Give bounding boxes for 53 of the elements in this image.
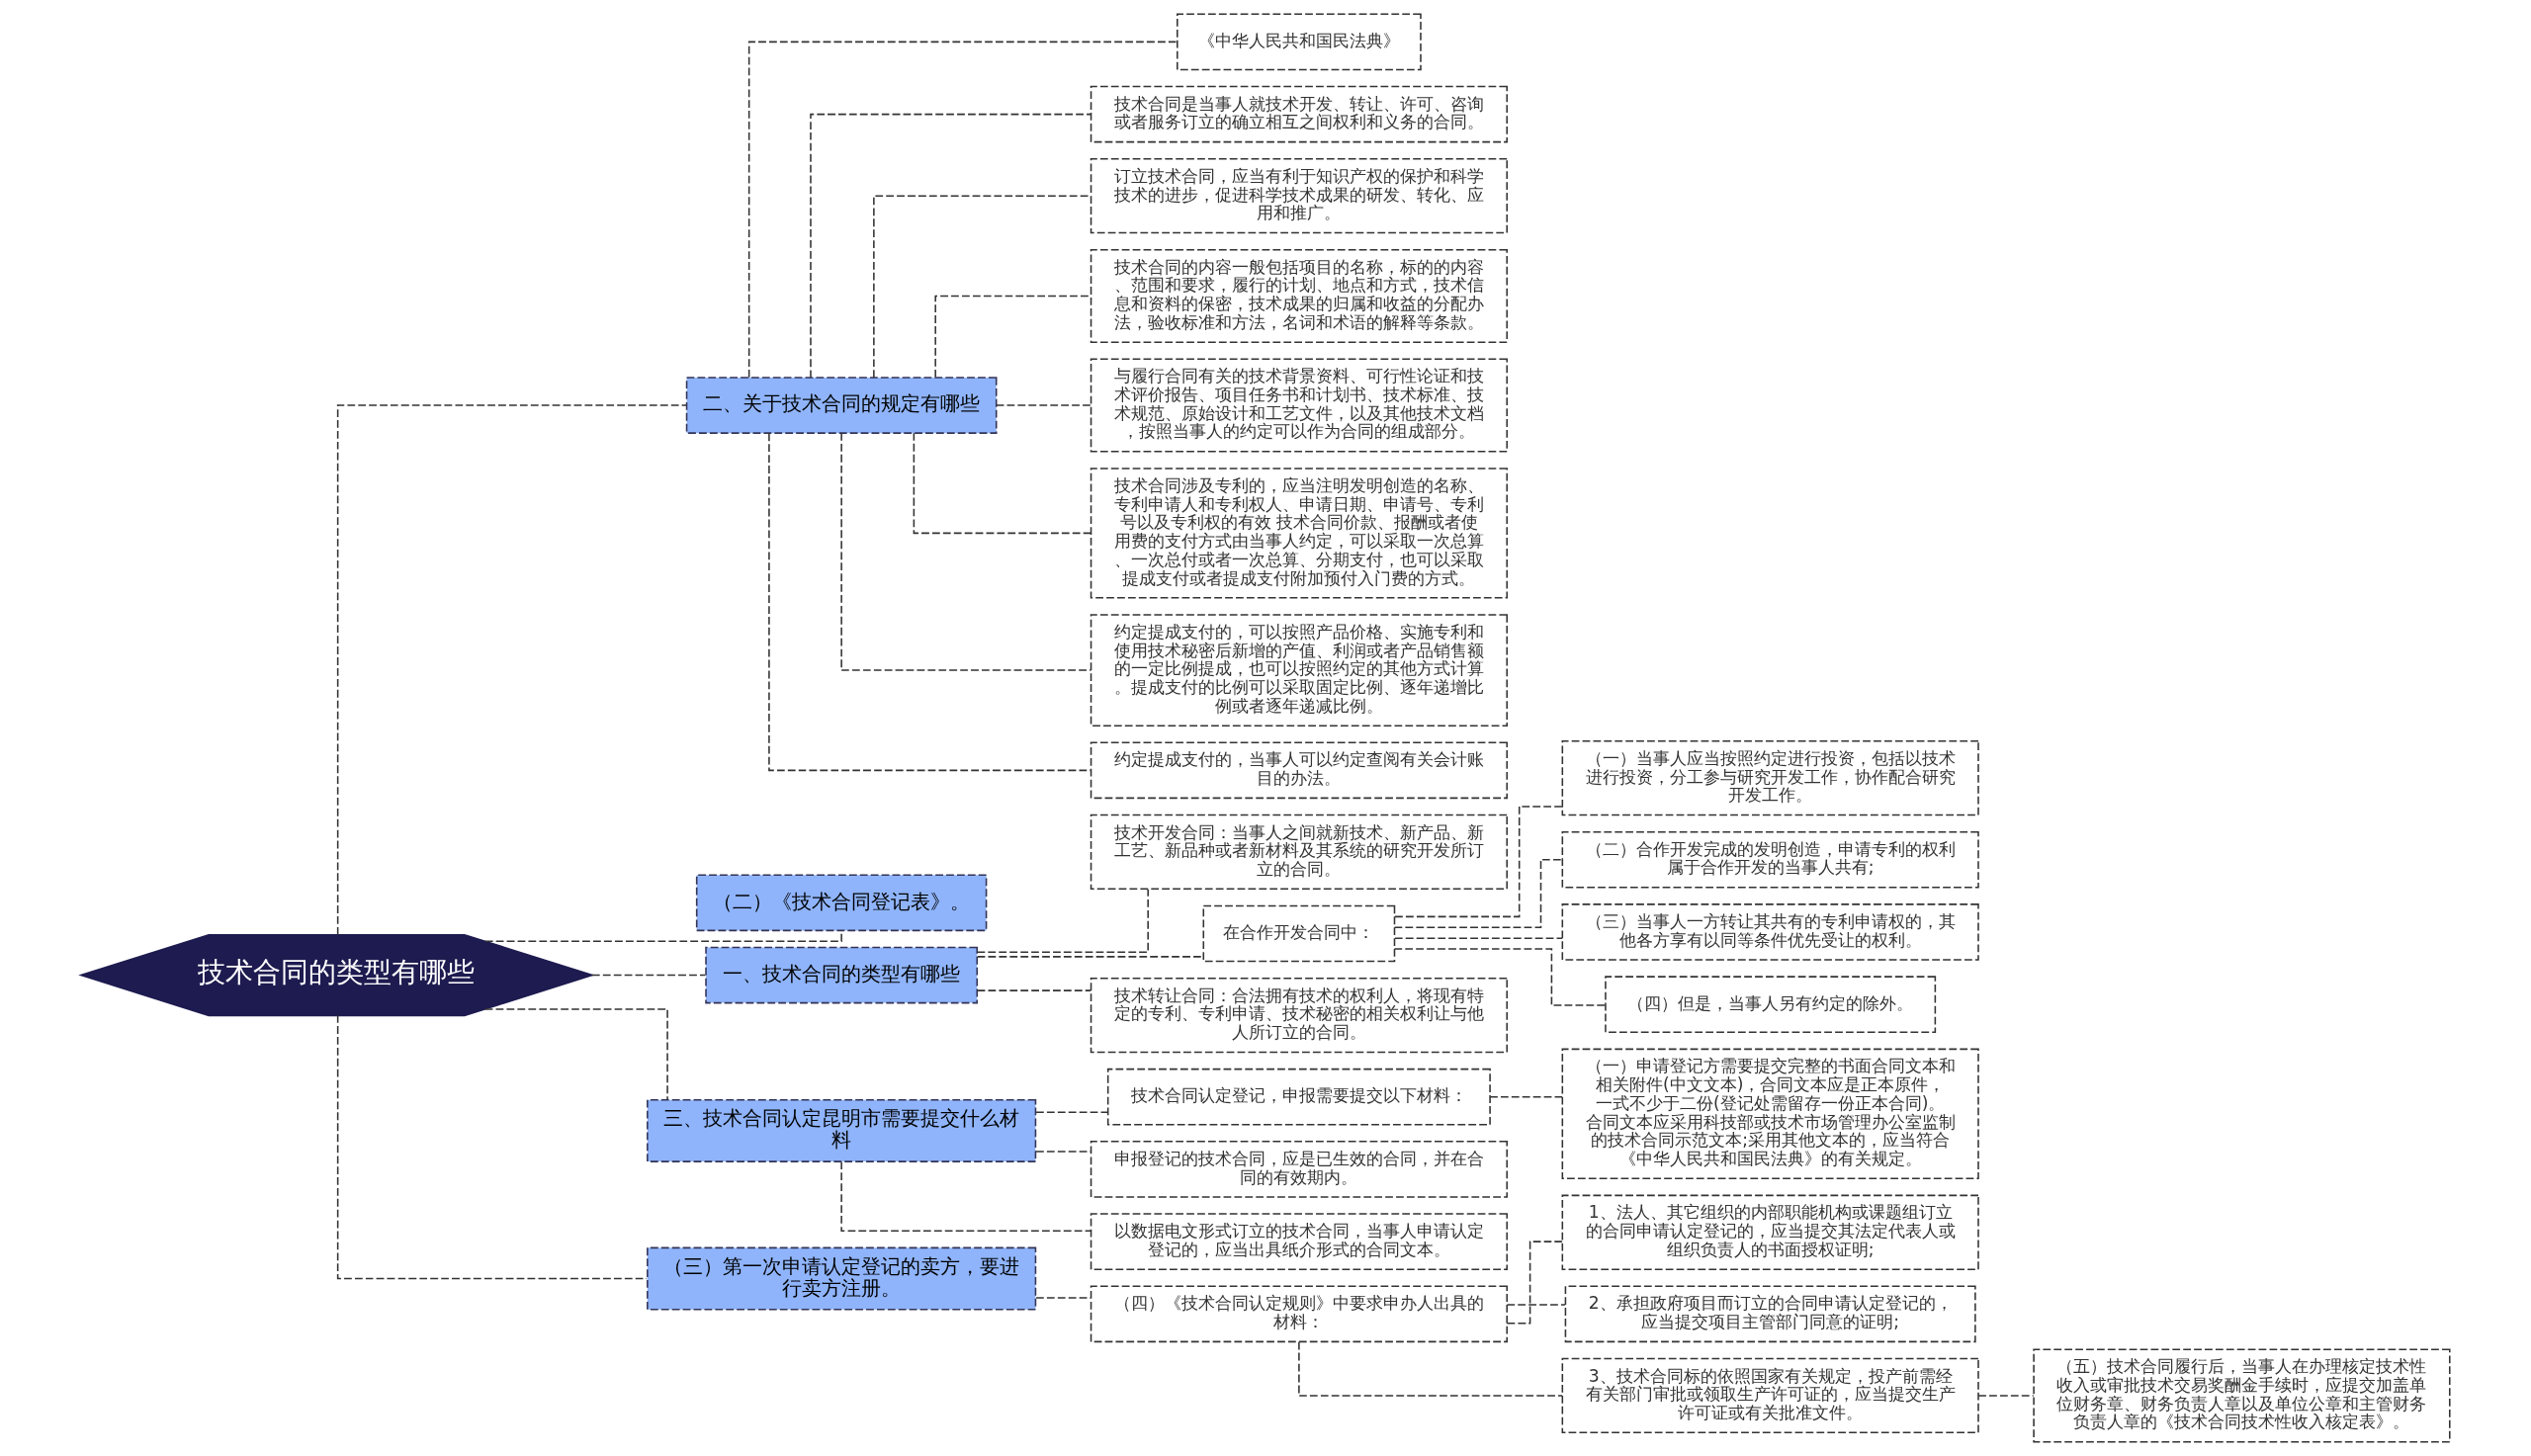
connector <box>996 404 1091 406</box>
node-box: （二）合作开发完成的发明创造，申请专利的权利属于合作开发的当事人共有; <box>1561 830 1979 889</box>
node-box: 约定提成支付的，当事人可以约定查阅有关会计账目的办法。 <box>1090 741 1508 800</box>
node-box: 以数据电文形式订立的技术合同，当事人申请认定登记的，应当出具纸介形式的合同文本。 <box>1090 1213 1508 1270</box>
connector <box>1506 1241 1563 1325</box>
connector <box>1393 948 1607 1006</box>
connector <box>483 1008 668 1101</box>
node-box: 《中华人民共和国民法典》 <box>1177 13 1422 71</box>
connector <box>1489 1095 1563 1098</box>
connector <box>840 1160 1092 1232</box>
node-box: （一）当事人应当按照约定进行投资，包括以技术进行投资，分工参与研究开发工作，协作配合研究开发工作。 <box>1561 739 1979 816</box>
node-box: 三、技术合同认定昆明市需要提交什么材料 <box>647 1099 1037 1162</box>
connector <box>976 888 1149 953</box>
connector <box>1035 1111 1108 1113</box>
node-box: （三）当事人一方转让其共有的专利申请权的，其他各方享有以同等条件优先受让的权利。 <box>1561 903 1979 961</box>
connector <box>747 41 1178 379</box>
connector <box>810 113 1091 379</box>
node-box: 申报登记的技术合同，应是已生效的合同，并在合同的有效期内。 <box>1090 1141 1508 1198</box>
node-box: 技术合同是当事人就技术开发、转让、许可、咨询或者服务订立的确立相互之间权利和义务的合同。 <box>1090 85 1508 143</box>
connector <box>976 956 1204 958</box>
node-box: 一、技术合同的类型有哪些 <box>705 946 979 1004</box>
connector <box>934 295 1091 379</box>
connector <box>1977 1395 2035 1397</box>
connector <box>840 432 1092 671</box>
connector <box>1393 858 1563 929</box>
connector <box>768 432 1091 772</box>
node-box: 技术合同涉及专利的，应当注明发明创造的名称、专利申请人和专利权人、申请日期、申请号、专利号以及专利权的有效 技术合同价款、报酬或者使用费的支付方式由当事人约定，可以采取一次总算、一次总付或者一次总算、分期支付，也可以采取提成支付或者提成支付附加预付入门费的方式。 <box>1090 468 1508 599</box>
node-box: （五）技术合同履行后，当事人在办理核定技术性收入或审批技术交易奖酬金手续时，应提交加盖单位财务章、财务负责人章以及单位公章和主管财务负责人章的《技术合同技术性收入核定表》。 <box>2033 1348 2451 1443</box>
node-box: 技术转让合同：合法拥有技术的权利人，将现有特定的专利、专利申请、技术秘密的相关权利让与他人所订立的合同。 <box>1090 977 1508 1054</box>
node-box: 技术合同认定登记，申报需要提交以下材料： <box>1106 1068 1491 1126</box>
node-box: 与履行合同有关的技术背景资料、可行性论证和技术评价报告、项目任务书和计划书、技术标准、技术规范、原始设计和工艺文件，以及其他技术文档，按照当事人的约定可以作为合同的组成部分。 <box>1090 358 1508 453</box>
node-box: 二、关于技术合同的规定有哪些 <box>685 377 998 434</box>
node-box: 3、技术合同标的依照国家有关规定，投产前需经有关部门审批或领取生产许可证的，应当提交生产许可证或有关批准文件。 <box>1561 1357 1979 1434</box>
connector <box>1394 806 1563 918</box>
node-box: （三）第一次申请认定登记的卖方，要进行卖方注册。 <box>647 1246 1037 1311</box>
connector <box>1506 1304 1566 1306</box>
connector <box>336 404 687 936</box>
node-box: 技术合同的内容一般包括项目的名称，标的的内容、范围和要求，履行的计划、地点和方式，技术信息和资料的保密，技术成果的归属和收益的分配办法，验收标准和方法，名词和术语的解释等条款。 <box>1090 248 1508 343</box>
node-box: 在合作开发合同中： <box>1202 904 1396 963</box>
connector <box>913 432 1091 535</box>
node-box: （四）但是，当事人另有约定的除外。 <box>1605 976 1937 1033</box>
node-box: （一）申请登记方需要提交完整的书面合同文本和相关附件(中文文本)，合同文本应是正本原件，一式不少于二份(登记处需留存一份正本合同)。合同文本应采用科技部或技术市场管理办公室监制的技术合同示范文本;采用其他文本的，应当符合《中华人民共和国民法典》的有关规定。 <box>1561 1048 1979 1179</box>
node-box: 约定提成支付的，可以按照产品价格、实施专利和使用技术秘密后新增的产值、利润或者产品销售额的一定比例提成，也可以按照约定的其他方式计算。提成支付的比例可以采取固定比例、逐年递增比例或者逐年递减比例。 <box>1090 614 1508 727</box>
node-box: 订立技术合同，应当有利于知识产权的保护和科学技术的进步，促进科学技术成果的研发、转化、应用和推广。 <box>1090 158 1508 234</box>
node-box: （四）《技术合同认定规则》中要求申办人出具的材料： <box>1090 1285 1508 1343</box>
connector <box>976 989 1091 991</box>
node-box: 技术开发合同：当事人之间就新技术、新产品、新工艺、新品种或者新材料及其系统的研究开发所订立的合同。 <box>1090 814 1508 891</box>
node-box: 2、承担政府项目而订立的合同申请认定登记的，应当提交项目主管部门同意的证明; <box>1564 1285 1976 1343</box>
node-box: 1、法人、其它组织的内部职能机构或课题组订立的合同申请认定登记的，应当提交其法定代表人或组织负责人的书面授权证明; <box>1561 1194 1979 1270</box>
node-box: （二）《技术合同登记表》。 <box>695 874 988 932</box>
connector <box>1298 1341 1563 1397</box>
connector <box>591 974 707 977</box>
connector <box>1394 937 1563 939</box>
